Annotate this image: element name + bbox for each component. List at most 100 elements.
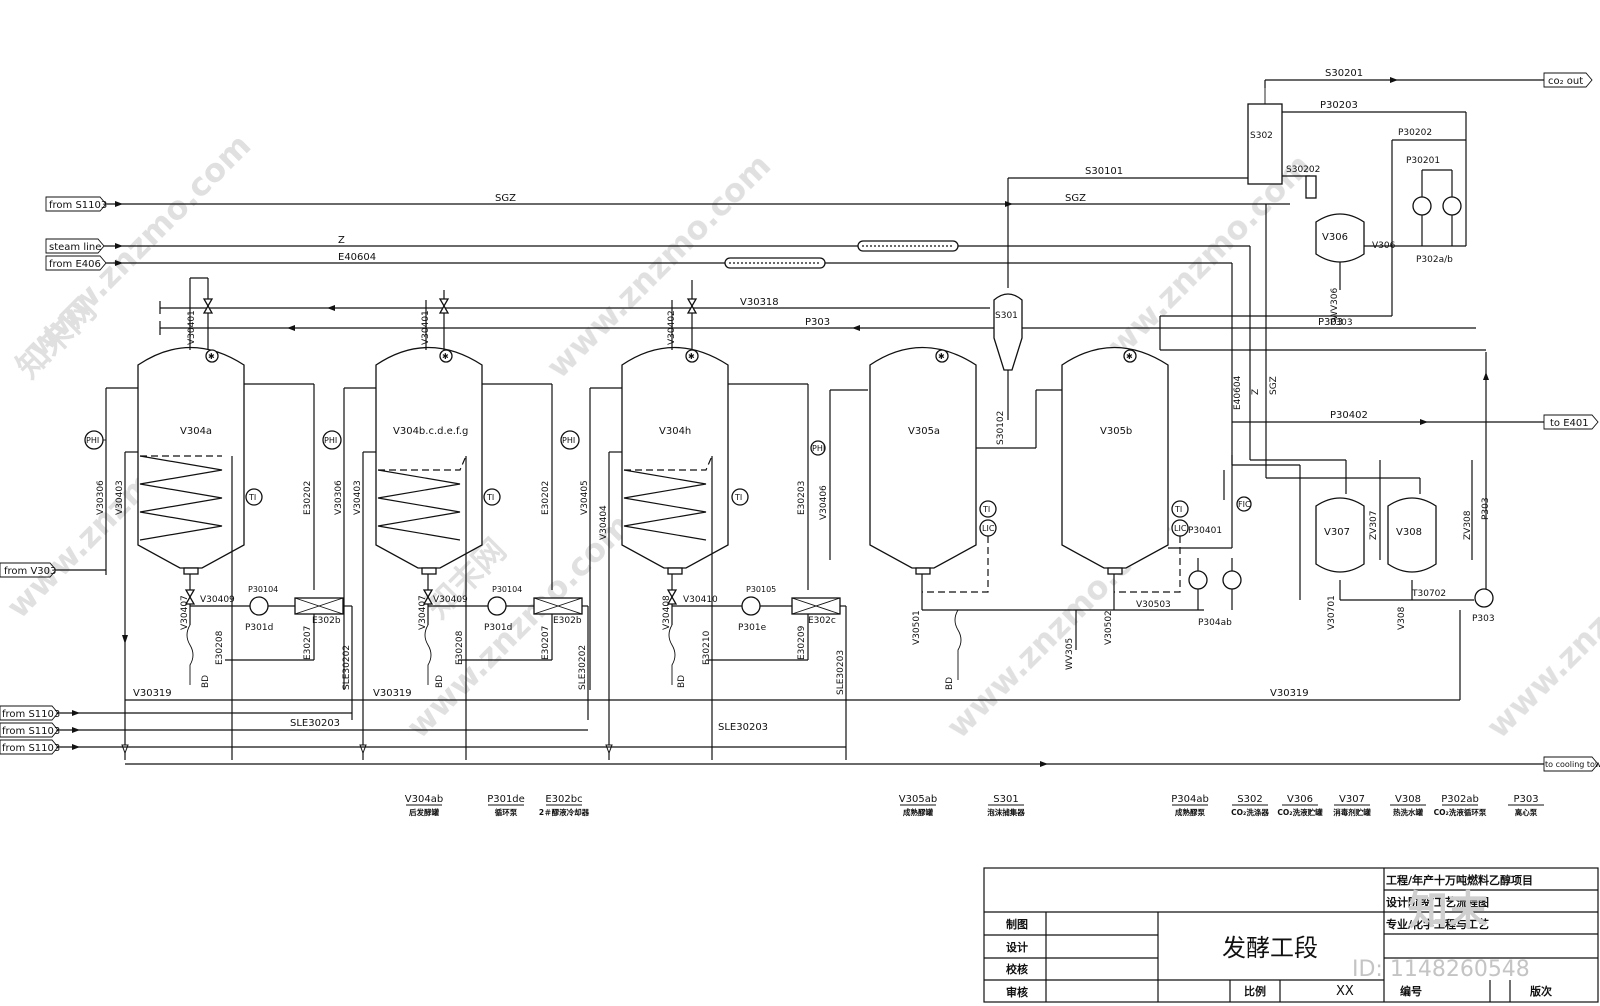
destination-label: to E401 xyxy=(1550,418,1589,429)
line-label: V30306 xyxy=(96,480,106,515)
source-label: steam line xyxy=(49,242,101,253)
line-label: S30201 xyxy=(1325,68,1363,79)
legend-description: 消毒剂贮罐 xyxy=(1333,807,1371,817)
watermark-logo: 知末 xyxy=(1408,888,1488,934)
tank-v307[interactable]: V307 xyxy=(1315,497,1365,573)
line-label: T30702 xyxy=(1411,589,1446,599)
line-label: P303 xyxy=(1481,497,1491,520)
legend-tag: V307 xyxy=(1339,794,1365,805)
design-stage: 设计阶段/工艺流程图 xyxy=(1386,895,1489,909)
equipment-label: P301e xyxy=(738,623,767,633)
ph-indicator: PHI xyxy=(86,436,99,445)
svg-text:✱: ✱ xyxy=(688,352,695,361)
watermark: www.znzmo.com xyxy=(1479,506,1600,745)
line-label: V30306 xyxy=(334,480,344,515)
title-block: 工程/年产十万吨燃料乙醇项目 设计阶段/工艺流程图 专业/化学工程与工艺 制图 … xyxy=(983,867,1599,1003)
major: 专业/化学工程与工艺 xyxy=(1386,917,1489,931)
svg-text:LIC: LIC xyxy=(1174,524,1187,533)
line-label: V30319 xyxy=(373,688,412,699)
tank-v306[interactable]: V306 xyxy=(1315,213,1365,263)
source-label: from S1103 xyxy=(2,709,60,720)
line-label: V30410 xyxy=(683,595,718,605)
fermenter-v304h[interactable]: V304h ✱ xyxy=(621,346,729,581)
line-label: E30208 xyxy=(215,630,225,665)
equipment-label: P303 xyxy=(1472,614,1495,624)
scrubber-s302[interactable]: S302 xyxy=(1247,88,1283,185)
line-label: E30207 xyxy=(303,626,313,660)
exchanger-label: E302b xyxy=(553,616,582,626)
equipment-label: V308 xyxy=(1396,527,1422,538)
destination-label: co₂ out xyxy=(1548,76,1583,87)
line-label: E30210 xyxy=(702,630,712,665)
vessel-v305b[interactable]: V305b ✱ xyxy=(1061,346,1169,575)
line-label: V30401 xyxy=(421,310,431,345)
equipment-label: P301d xyxy=(484,623,512,633)
line-label: V30503 xyxy=(1136,600,1171,610)
line-label: BD xyxy=(945,677,955,690)
lic-indicator: LIC xyxy=(982,524,995,533)
steam-line: steam line Z xyxy=(45,235,1346,461)
line-label: P303 xyxy=(1318,317,1343,328)
line-label: SLE30202 xyxy=(342,645,352,690)
legend-description: 泡沫捕集器 xyxy=(987,807,1025,817)
legend-description: 离心泵 xyxy=(1515,807,1538,817)
line-label: V30502 xyxy=(1104,610,1114,645)
line-label: E30207 xyxy=(541,626,551,660)
line-label: ZV308 xyxy=(1463,510,1473,540)
foam-catcher-s301[interactable]: S301 xyxy=(993,293,1023,371)
line-label: V30403 xyxy=(353,480,363,515)
sgz-line: from S1103 SGZ SGZ xyxy=(45,193,1420,479)
pump-tag: P30104 xyxy=(248,585,278,594)
equipment-label: V305a xyxy=(908,426,940,437)
legend-tag: P304ab xyxy=(1171,794,1209,805)
legend-tag: S302 xyxy=(1237,794,1262,805)
review-label: 审核 xyxy=(1006,985,1028,999)
legend-tag: E302bc xyxy=(545,794,582,805)
line-label: SGZ xyxy=(1269,376,1279,395)
project-name: 工程/年产十万吨燃料乙醇项目 xyxy=(1386,873,1533,887)
fermenter-v304a[interactable]: V304a ✱ xyxy=(137,346,245,581)
legend-tag: P301de xyxy=(487,794,525,805)
equipment-legend: V304ab后发酵罐P301de循环泵E302bc2＃醪液冷却器V305ab成熟… xyxy=(405,794,1544,817)
fermenter-v304bcdefg[interactable]: V304b.c.d.e.f.g ✱ xyxy=(375,346,483,581)
scale-label: 比例 xyxy=(1244,984,1266,998)
fic-indicator: FIC xyxy=(1238,500,1251,509)
legend-description: CO₂洗液贮罐 xyxy=(1277,807,1323,817)
line-label: V30409 xyxy=(200,595,235,605)
line-label: BD xyxy=(435,675,445,688)
vessel-v305a[interactable]: V305a ✱ xyxy=(869,346,977,575)
line-label: E30203 xyxy=(797,481,807,515)
source-label: from V303 xyxy=(4,566,56,577)
equipment-label: P301d xyxy=(245,623,273,633)
check-label: 校核 xyxy=(1006,962,1028,976)
line-label: V30402 xyxy=(667,310,677,345)
line-label: P30201 xyxy=(1406,156,1440,166)
exchanger-label: E302c xyxy=(808,616,836,626)
legend-tag: V305ab xyxy=(899,794,937,805)
line-label: E30202 xyxy=(303,481,313,515)
source-label: from E406 xyxy=(49,259,101,270)
line-label: E30209 xyxy=(797,625,807,660)
line-label: V30404 xyxy=(599,505,609,540)
legend-tag: S301 xyxy=(993,794,1018,805)
equipment-label: S301 xyxy=(995,311,1018,321)
equipment-label: S302 xyxy=(1250,131,1273,141)
svg-text:✱: ✱ xyxy=(442,352,449,361)
line-label: V30405 xyxy=(580,480,590,515)
tank-v308[interactable]: V308 xyxy=(1387,497,1437,573)
line-label: V30406 xyxy=(819,485,829,520)
equipment-label: P302a/b xyxy=(1416,255,1453,265)
line-label: V30408 xyxy=(662,595,672,630)
line-label: E30202 xyxy=(541,481,551,515)
line-label: SLE30203 xyxy=(718,722,768,733)
watermark-id: ID: 1148260548 xyxy=(1352,957,1530,982)
line-label: S30102 xyxy=(996,411,1006,445)
line-label: BD xyxy=(201,675,211,688)
line-label: V30401 xyxy=(187,310,197,345)
line-label: Z xyxy=(1251,389,1261,395)
line-label: SLE30203 xyxy=(290,718,340,729)
line-label: V30701 xyxy=(1327,595,1337,630)
svg-text:✱: ✱ xyxy=(938,352,945,361)
drawing-name: 发酵工段 xyxy=(1222,934,1318,962)
